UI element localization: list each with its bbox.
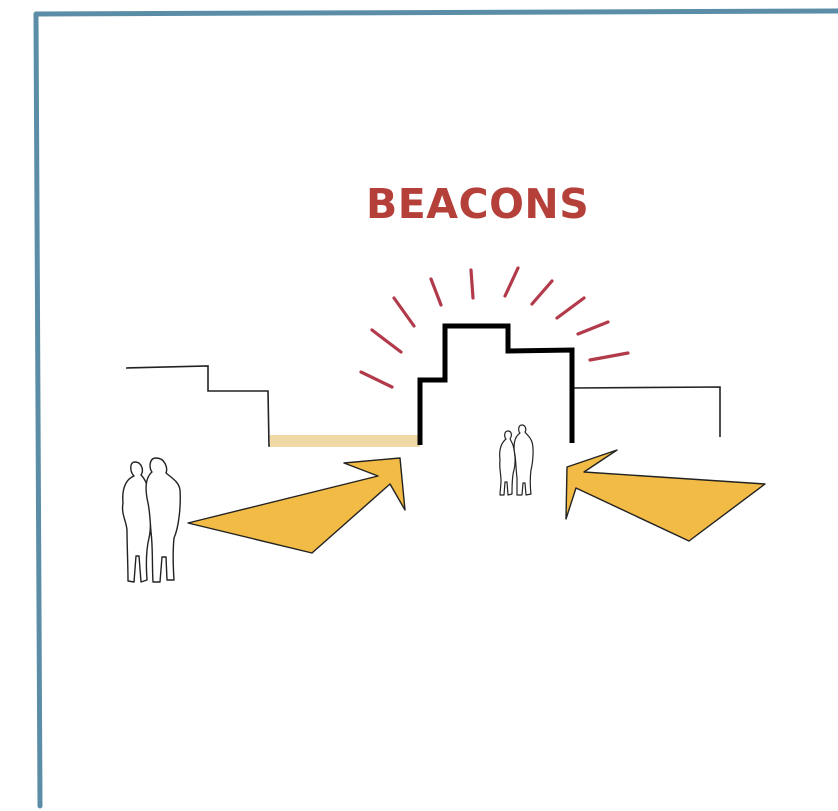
beacon-ray <box>530 279 554 306</box>
right-building <box>573 386 721 437</box>
diagram-title: BEACONS <box>366 180 590 228</box>
beacon-rays <box>359 266 630 389</box>
beacon-building <box>417 323 575 445</box>
beacon-ray <box>555 296 586 320</box>
beacon-ray <box>429 277 443 307</box>
person-figure <box>145 457 181 583</box>
beacon-ray <box>392 296 416 328</box>
people-group-left <box>121 457 181 583</box>
beacon-ray <box>503 266 520 298</box>
beacon-ray <box>469 268 475 300</box>
frame-border <box>33 8 838 809</box>
left-arrow <box>187 457 406 554</box>
person-figure <box>499 430 516 496</box>
beacon-ray <box>588 351 630 362</box>
person-figure <box>121 461 152 583</box>
right-arrow <box>565 449 766 542</box>
beacon-ray <box>370 328 403 354</box>
beacon-ray <box>576 320 610 336</box>
beacon-ray <box>359 370 394 389</box>
ground-highlight <box>270 435 420 447</box>
people-group-center <box>499 424 534 496</box>
person-figure <box>513 424 534 496</box>
